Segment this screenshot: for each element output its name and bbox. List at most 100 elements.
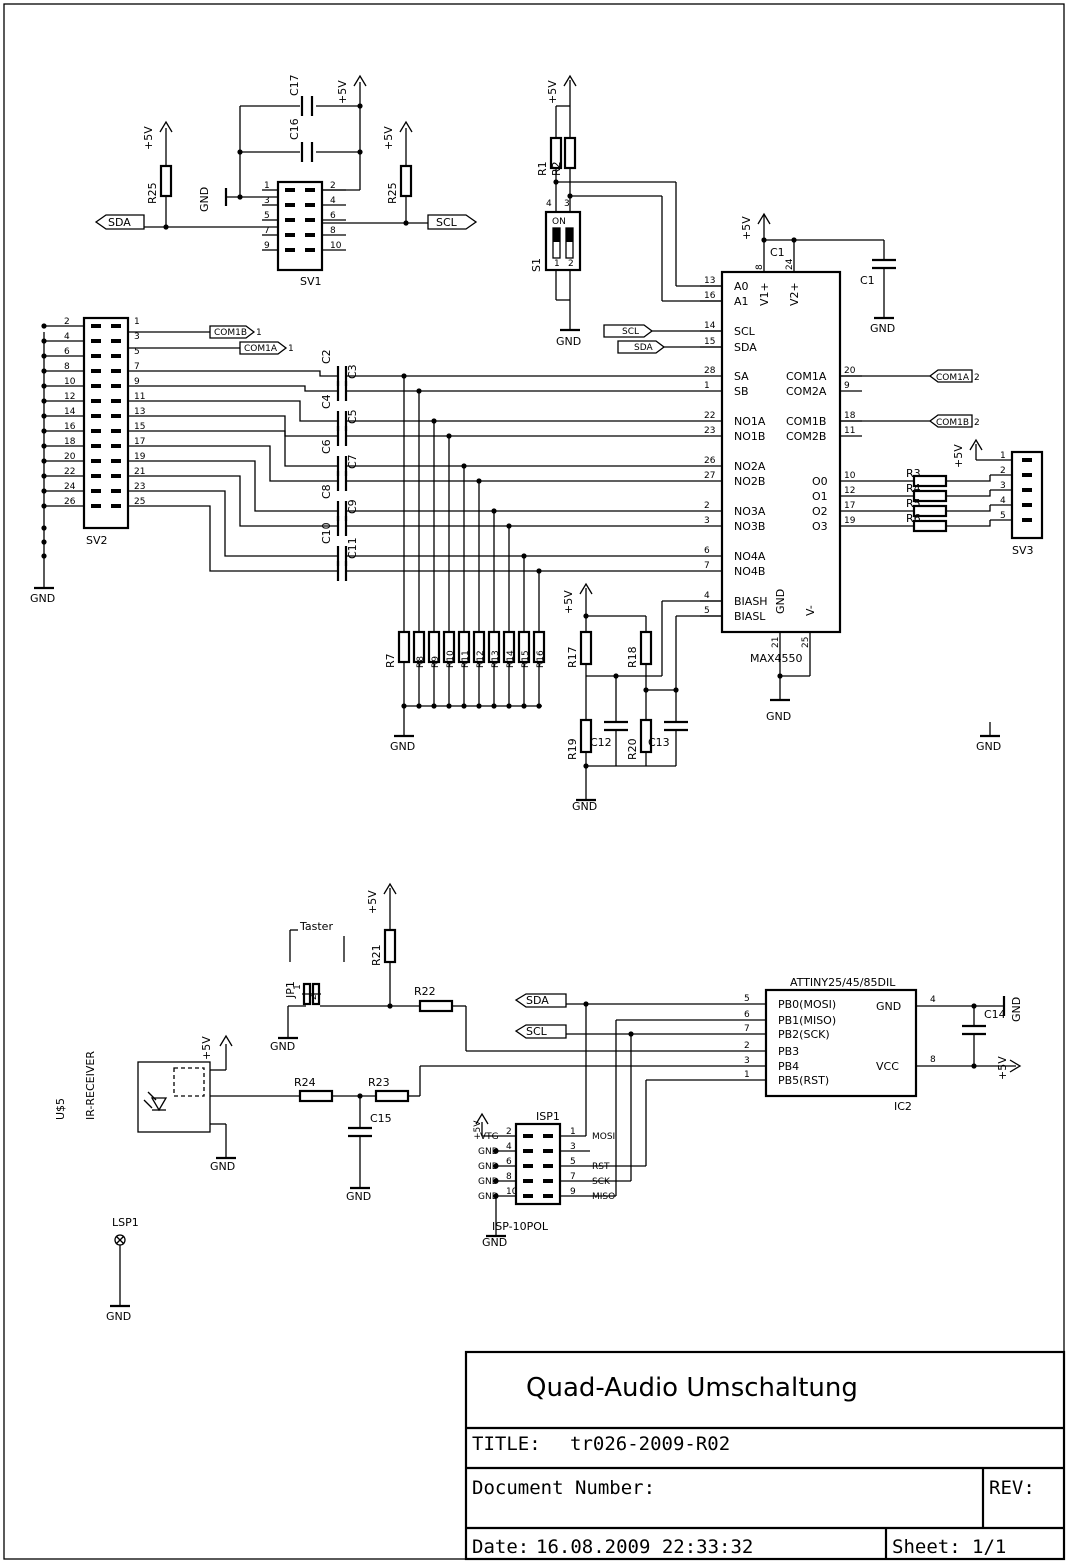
max-pin-num-26: 26 [704, 456, 716, 466]
s1-p3: 3 [564, 199, 570, 209]
max-pin-num-1: 1 [704, 381, 710, 391]
s1-dip-switch: +5V R1 R2 ON 1 2 3 4 S1 GND [530, 74, 722, 348]
sv3-pad-5 [1022, 518, 1032, 522]
sv2-name: SV2 [86, 534, 108, 547]
sv2-pad-7 [111, 369, 121, 373]
rev-label: REV: [989, 1477, 1035, 1499]
isp-pin-4: 4 [506, 1142, 512, 1152]
isp-name: ISP1 [536, 1110, 560, 1123]
sv2-pad-8 [91, 369, 101, 373]
bank-res-label-r10: R10 [446, 650, 456, 668]
sv2-pad-1 [111, 324, 121, 328]
max-rpin-label-com2a: COM2A [786, 385, 827, 398]
r23-label: R23 [368, 1076, 390, 1089]
cap-label-c3: C3 [346, 364, 359, 379]
max-pin-num-2: 2 [704, 501, 710, 511]
attiny-sda-port: SDA [526, 994, 549, 1007]
isp-pin-1: 1 [570, 1127, 576, 1137]
r24-label: R24 [294, 1076, 316, 1089]
bias-vcc: +5V [562, 590, 575, 614]
bias-network: +5V R17 R18 R19 R20 C12 C13 [562, 582, 1001, 813]
sv1-pad-5 [285, 218, 295, 222]
free-gnd: GND [976, 740, 1001, 753]
max-pin-label-scl: SCL [734, 325, 756, 338]
sv2-pad-15 [111, 429, 121, 433]
sv3-pin-4: 4 [1000, 496, 1006, 506]
sv1-pad-4 [305, 203, 315, 207]
sv2-com1b-idx: 1 [256, 328, 262, 338]
sv2-pin-22: 22 [64, 467, 75, 477]
date-label: Date: [472, 1536, 529, 1558]
max-com1b-idx: 2 [974, 418, 980, 428]
max-gnd-num: 21 [771, 637, 781, 648]
sheet-frame [3, 3, 1065, 1560]
sv2-pad-18 [91, 444, 101, 448]
isp-vcc: +5V [473, 1120, 483, 1140]
sv2-pin-9: 9 [134, 377, 140, 387]
sv2-pin-3: 3 [134, 332, 140, 342]
sv2-pin-19: 19 [134, 452, 146, 462]
bank-res-label-r8: R8 [416, 656, 426, 668]
max-pin-num-13: 13 [704, 276, 715, 286]
sv2-pin-7: 7 [134, 362, 140, 372]
c14-label: C14 [984, 1008, 1006, 1021]
sv3-vcc: +5V [952, 444, 965, 468]
bank-r7-label: R7 [384, 653, 397, 668]
sv2-pin-10: 10 [64, 377, 76, 387]
attiny-pin-label-7: PB2(SCK) [778, 1028, 830, 1041]
sv3-res-label-r5: R5 [906, 497, 921, 510]
r20-label: R20 [626, 738, 639, 760]
attiny-pin-num-1: 1 [744, 1070, 750, 1080]
lsp1-label: LSP1 [112, 1216, 139, 1229]
sv2-pad-11 [111, 399, 121, 403]
max-v1-num: 8 [755, 264, 765, 270]
r19-label: R19 [566, 738, 579, 760]
isp-type: ISP-10POL [492, 1220, 549, 1233]
cap-label-c6: C6 [320, 439, 333, 454]
s1-p1: 1 [554, 259, 560, 269]
sv2-pad-4 [91, 339, 101, 343]
cap-label-c8: C8 [320, 484, 333, 499]
sv1-sda-port: SDA [108, 216, 131, 229]
isp-pad-1 [543, 1134, 553, 1138]
date-value: 16.08.2009 22:33:32 [536, 1536, 753, 1558]
sv3-res-label-r4: R4 [906, 482, 921, 495]
s1-on: ON [552, 217, 566, 227]
max-pin-num-6: 6 [704, 546, 710, 556]
isp-pin-7: 7 [570, 1172, 576, 1182]
c1-gnd: GND [870, 322, 895, 335]
max-vcc: +5V [740, 216, 753, 240]
sv1-pin-3: 3 [264, 196, 270, 206]
bank-res-label-r13: R13 [491, 650, 501, 668]
sv2-pad-22 [91, 474, 101, 478]
s1-vcc: +5V [546, 80, 559, 104]
sv2-pad-25 [111, 504, 121, 508]
isp-pad-2 [523, 1134, 533, 1138]
sv2-pin-16: 16 [64, 422, 76, 432]
r25-right-label: R25 [386, 182, 399, 204]
sv2-pin-8: 8 [64, 362, 70, 372]
isp-right-label-3: SCK [592, 1177, 611, 1187]
max-pin-label-no2b: NO2B [734, 475, 765, 488]
attiny-pin-label-2: PB3 [778, 1045, 799, 1058]
sv1-pad-1 [285, 188, 295, 192]
max-rpin-num-9: 9 [844, 381, 850, 391]
attiny-pin-label-5: PB0(MOSI) [778, 998, 836, 1011]
sv2-pin-21: 21 [134, 467, 145, 477]
max-pin-label-a0: A0 [734, 280, 749, 293]
sv3-res-label-r6: R6 [906, 512, 921, 525]
attiny-rpin-num-8: 8 [930, 1055, 936, 1065]
max-rpin-num-19: 19 [844, 516, 856, 526]
document-number-label: Document Number: [472, 1477, 655, 1499]
sv1-scl-port: SCL [436, 216, 458, 229]
cap-label-c2: C2 [320, 349, 333, 364]
attiny-rpin-label-vcc: VCC [876, 1060, 899, 1073]
isp-pin-8: 8 [506, 1172, 512, 1182]
sv2-gnd: GND [30, 592, 55, 605]
bank-res-label-r15: R15 [521, 650, 531, 668]
attiny-pin-num-5: 5 [744, 994, 750, 1004]
max-pin-label-biasl: BIASL [734, 610, 766, 623]
